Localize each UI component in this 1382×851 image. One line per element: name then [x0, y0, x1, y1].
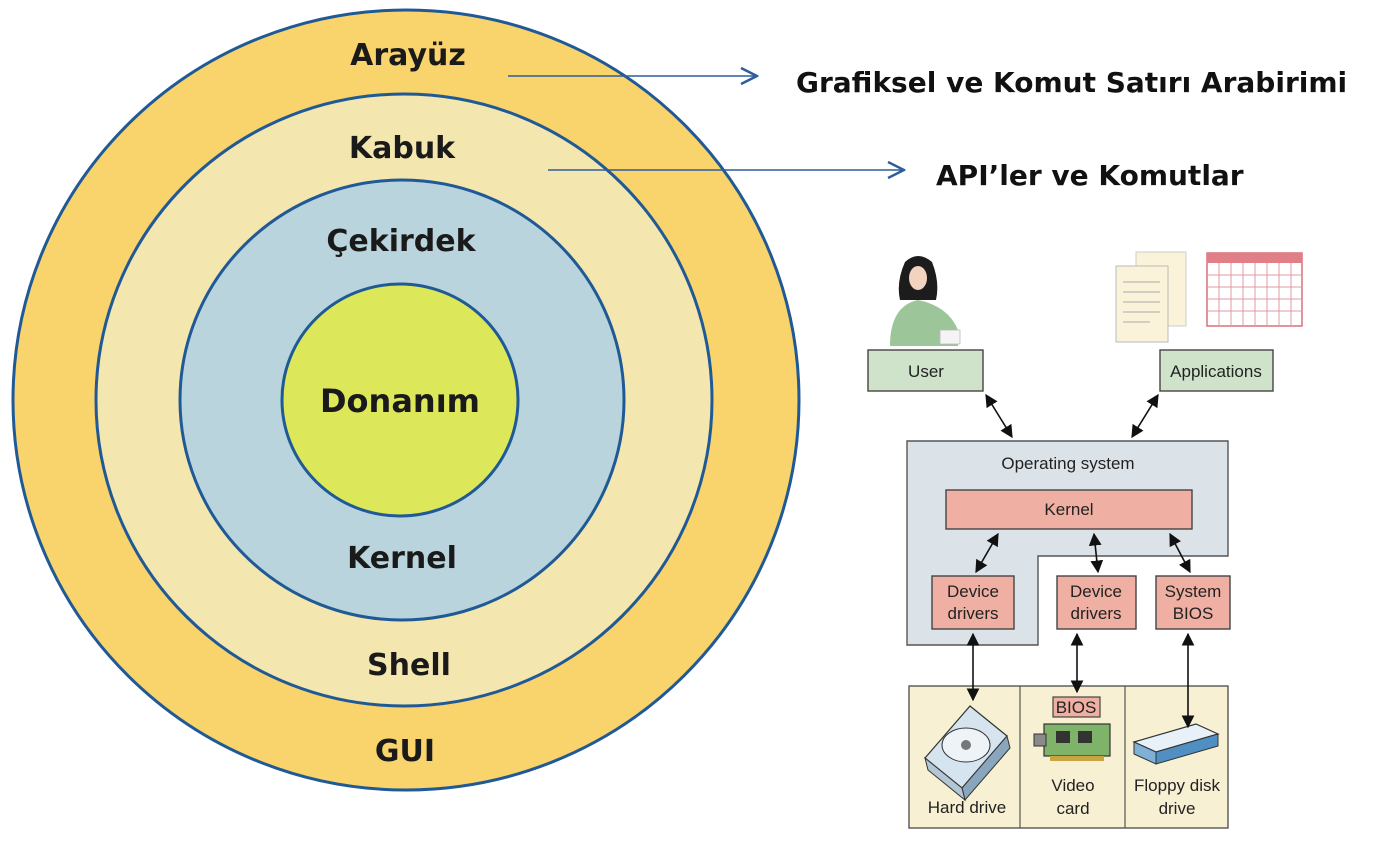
callout-interface: Grafiksel ve Komut Satırı Arabirimi: [796, 66, 1347, 99]
system-bios-box: [1155, 575, 1231, 630]
arrow-kernel-drivers1: [975, 532, 999, 574]
video-card-icon: [1033, 723, 1111, 761]
applications-illustration: [1115, 251, 1303, 343]
arrow-kernel-bios: [1169, 532, 1191, 574]
system-bios-line2: BIOS: [1173, 604, 1214, 623]
callout-shell: API’ler ve Komutlar: [936, 159, 1244, 192]
concentric-rings: Arayüz GUI Kabuk Shell Çekirdek Kernel D…: [11, 8, 801, 792]
applications-label: Applications: [1170, 362, 1262, 381]
floppy-line2: drive: [1159, 799, 1196, 818]
label-arayuz: Arayüz: [350, 38, 466, 73]
bios-chip-label: BIOS: [1056, 698, 1097, 717]
user-illustration: [890, 256, 961, 346]
label-shell: Shell: [367, 648, 451, 683]
label-gui: GUI: [375, 734, 435, 769]
label-kabuk: Kabuk: [349, 131, 456, 166]
hard-drive-label: Hard drive: [928, 798, 1006, 817]
device-drivers-2-line2: drivers: [1070, 604, 1121, 623]
system-bios-line1: System: [1165, 582, 1222, 601]
user-box: [867, 349, 984, 392]
user-label: User: [908, 362, 944, 381]
arrow-user-os: [985, 393, 1013, 439]
label-cekirdek: Çekirdek: [326, 224, 476, 259]
device-drivers-1-line1: Device: [947, 582, 999, 601]
kernel-box: [945, 489, 1193, 530]
label-kernel: Kernel: [347, 541, 457, 576]
floppy-drive-icon: [1132, 723, 1220, 765]
hard-drive-icon: [924, 705, 1011, 802]
floppy-line1: Floppy disk: [1134, 776, 1220, 795]
device-drivers-1-line2: drivers: [947, 604, 998, 623]
label-donanim: Donanım: [320, 382, 480, 420]
applications-box: [1159, 349, 1274, 392]
bios-chip-label-box: [1052, 696, 1101, 718]
arrow-apps-os: [1131, 393, 1159, 439]
ring-core: [280, 282, 520, 518]
device-drivers-box-1: [931, 575, 1015, 630]
operating-system-label: Operating system: [1001, 454, 1134, 473]
video-card-line2: card: [1056, 799, 1089, 818]
device-drivers-box-2: [1056, 575, 1137, 630]
arrow-kernel-drivers2: [1088, 532, 1104, 574]
kernel-box-label: Kernel: [1044, 500, 1093, 519]
os-block-diagram: User Applications Operating system Kerne…: [867, 251, 1303, 829]
device-drivers-2-line1: Device: [1070, 582, 1122, 601]
video-card-line1: Video: [1051, 776, 1094, 795]
